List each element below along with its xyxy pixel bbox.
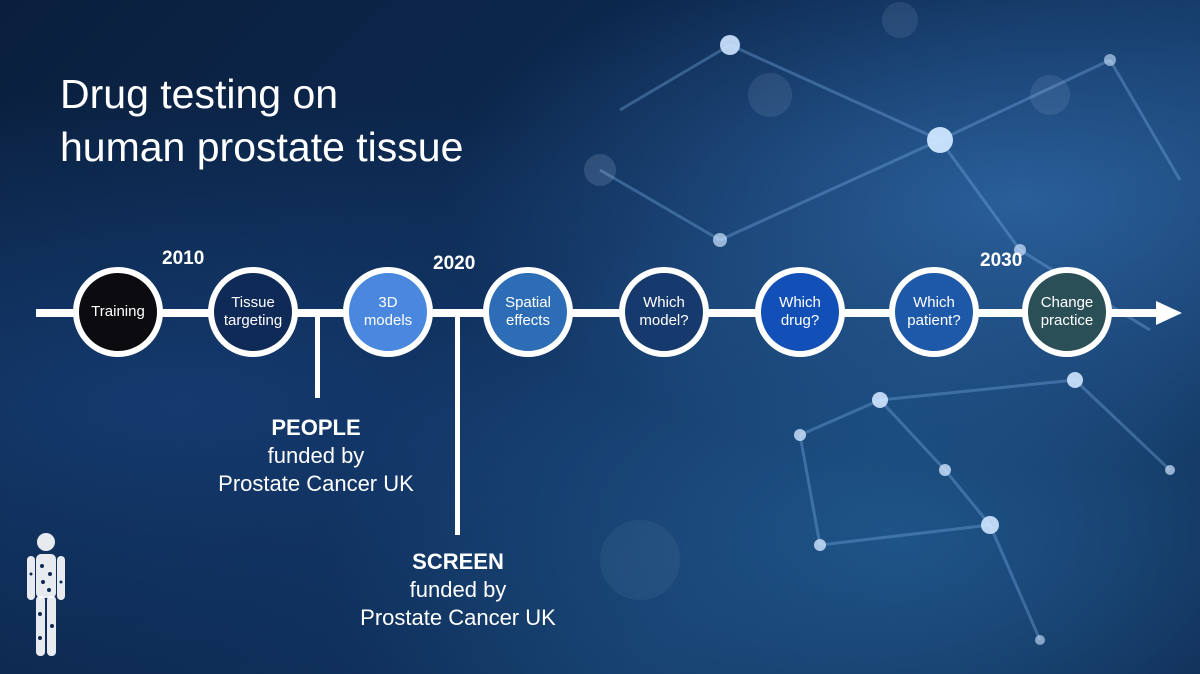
title-line-2: human prostate tissue — [60, 124, 464, 170]
screen-heading: SCREEN — [412, 549, 504, 574]
title-line-1: Drug testing on — [60, 71, 339, 117]
year-2010: 2010 — [162, 248, 205, 269]
screen-line-1: funded by — [409, 577, 507, 602]
people-line-1: funded by — [267, 443, 365, 468]
screen-connector — [455, 313, 460, 535]
timeline-arrowhead — [1156, 301, 1182, 325]
people-heading: PEOPLE — [271, 415, 361, 440]
people-note: PEOPLE funded by Prostate Cancer UK — [196, 414, 436, 498]
node-training: Training — [73, 267, 163, 357]
node-training-label: Training — [91, 303, 145, 320]
people-connector — [315, 313, 320, 398]
human-figure-logo — [27, 533, 65, 656]
year-2020: 2020 — [433, 253, 476, 274]
people-line-2: Prostate Cancer UK — [218, 471, 414, 496]
timeline-axis — [36, 309, 1162, 317]
year-2030: 2030 — [980, 250, 1023, 271]
page-title: Drug testing on human prostate tissue — [60, 68, 660, 174]
screen-line-2: Prostate Cancer UK — [360, 605, 556, 630]
screen-note: SCREEN funded by Prostate Cancer UK — [338, 548, 578, 632]
